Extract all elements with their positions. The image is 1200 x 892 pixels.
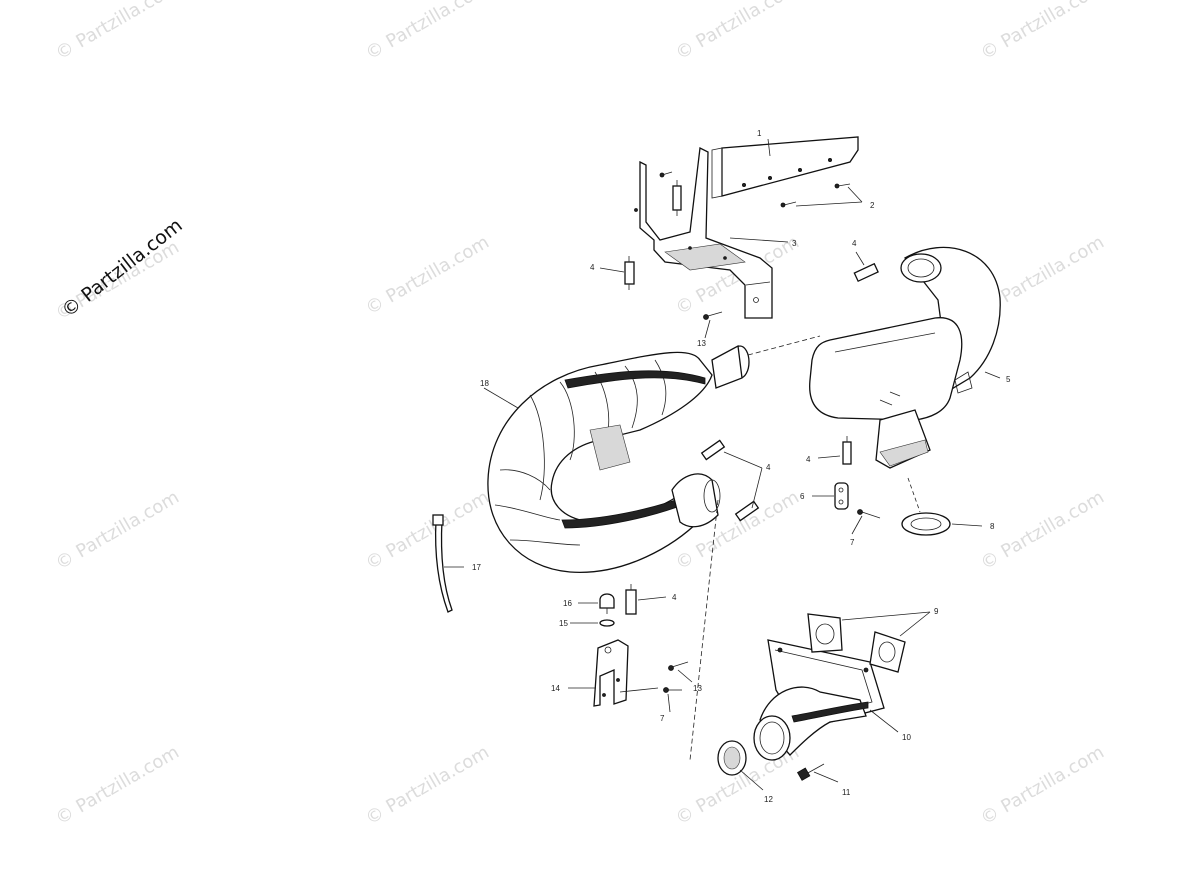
callout-label: 12 bbox=[764, 795, 773, 804]
bolt-part-2 bbox=[659, 171, 851, 208]
strap-part-17 bbox=[432, 514, 453, 613]
callout-label: 4 bbox=[672, 593, 677, 602]
callout-label: 3 bbox=[792, 239, 797, 248]
washer-part-15 bbox=[599, 619, 615, 627]
bolt-part-7 bbox=[663, 687, 682, 693]
bracket-part-6 bbox=[834, 482, 849, 510]
watermark: © Partzilla.com bbox=[977, 742, 1108, 830]
callout-label: 4 bbox=[766, 463, 771, 472]
brand-watermark: © Partzilla.com bbox=[58, 214, 187, 322]
watermark: © Partzilla.com bbox=[52, 0, 183, 64]
bolt-part-11 bbox=[796, 763, 825, 781]
watermark: © Partzilla.com bbox=[672, 0, 803, 64]
callout-label: 10 bbox=[902, 733, 911, 742]
watermark: © Partzilla.com bbox=[362, 742, 493, 830]
expansion-chamber-part-18 bbox=[487, 344, 750, 573]
exhaust-manifold-part-10 bbox=[753, 639, 885, 761]
watermark: © Partzilla.com bbox=[362, 232, 493, 320]
callout-label: 14 bbox=[551, 684, 560, 693]
muffler-part-5 bbox=[809, 246, 1001, 469]
watermark: © Partzilla.com bbox=[977, 487, 1108, 575]
callout-label: 1 bbox=[757, 129, 762, 138]
rubber-mount-part-4 bbox=[672, 180, 682, 216]
bolt-part-13 bbox=[703, 311, 723, 320]
gasket-part-9 bbox=[869, 631, 906, 673]
callout-label: 18 bbox=[480, 379, 489, 388]
gasket-part-8 bbox=[901, 512, 951, 536]
callout-label: 9 bbox=[934, 607, 939, 616]
callout-label: 7 bbox=[660, 714, 665, 723]
callout-label: 17 bbox=[472, 563, 481, 572]
bolt-part-7 bbox=[857, 509, 881, 519]
callout-label: 5 bbox=[1006, 375, 1011, 384]
callout-label: 4 bbox=[590, 263, 595, 272]
callout-label: 13 bbox=[693, 684, 702, 693]
callout-label: 15 bbox=[559, 619, 568, 628]
watermark: © Partzilla.com bbox=[52, 742, 183, 830]
callout-label: 13 bbox=[697, 339, 706, 348]
callout-label: 8 bbox=[990, 522, 995, 531]
callout-labels: 1 2 3 4 4 5 13 18 4 4 6 7 8 17 16 15 4 9… bbox=[472, 129, 1011, 804]
bolt-part-13 bbox=[668, 661, 689, 671]
gasket-part-9 bbox=[807, 613, 843, 653]
watermark: © Partzilla.com bbox=[52, 487, 183, 575]
watermark: © Partzilla.com bbox=[362, 0, 493, 64]
rubber-mount-part-4 bbox=[853, 262, 879, 283]
callout-label: 6 bbox=[800, 492, 805, 501]
rubber-mount-part-4 bbox=[625, 584, 637, 615]
heat-shield-bracket-part-1 bbox=[711, 136, 859, 199]
callout-label: 2 bbox=[870, 201, 875, 210]
watermark: © Partzilla.com bbox=[362, 487, 493, 575]
rubber-mount-part-4 bbox=[624, 256, 635, 290]
rubber-mount-part-4 bbox=[842, 436, 852, 465]
callout-label: 4 bbox=[852, 239, 857, 248]
callout-label: 4 bbox=[806, 455, 811, 464]
coupler-part-12 bbox=[717, 740, 747, 776]
callout-label: 16 bbox=[563, 599, 572, 608]
leader-lines bbox=[444, 138, 1001, 791]
grommet-part-16 bbox=[599, 593, 615, 614]
callout-label: 7 bbox=[850, 538, 855, 547]
mounting-bracket-part-3 bbox=[634, 147, 773, 319]
assembly-lines bbox=[689, 335, 921, 761]
watermark: © Partzilla.com bbox=[977, 0, 1108, 64]
callout-label: 11 bbox=[842, 788, 851, 797]
bracket-part-14 bbox=[593, 639, 629, 707]
